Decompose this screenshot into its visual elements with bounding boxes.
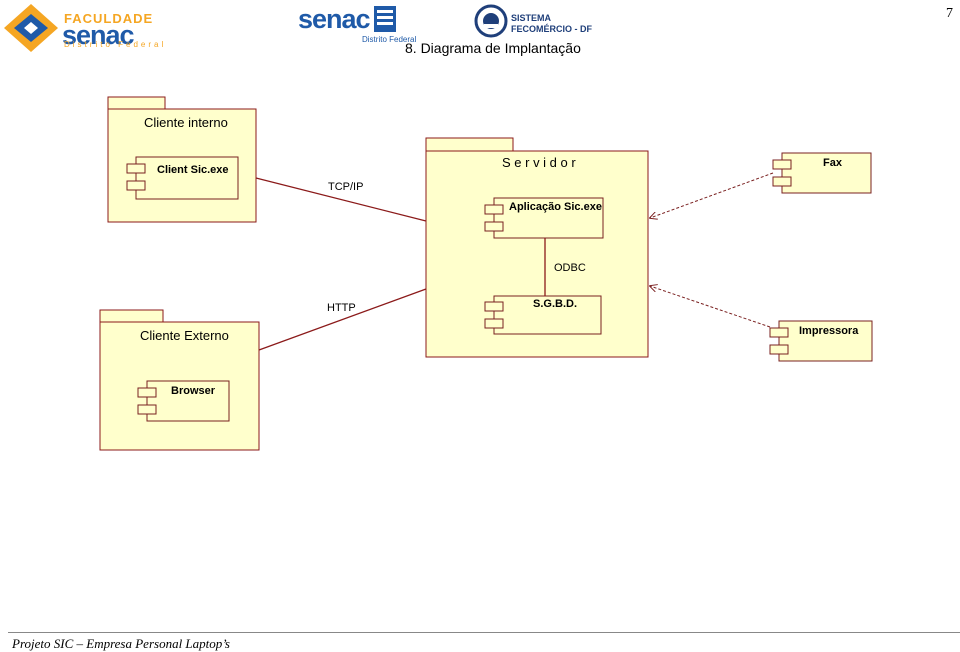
component-sgbd [484, 295, 602, 335]
tcp-ip-label: TCP/IP [328, 181, 364, 193]
cliente-interno-label: Cliente interno [144, 115, 228, 130]
component-browser [137, 380, 230, 422]
sgbd-label: S.G.B.D. [533, 298, 578, 310]
component-aplicacao-sic [484, 197, 604, 239]
fecomercio-logo-line2: FECOMÉRCIO - DF [511, 24, 592, 34]
fecomercio-logo-mark [474, 4, 508, 38]
http-link [258, 288, 427, 351]
fax-label: Fax [823, 157, 842, 169]
fecomercio-logo-line1: SISTEMA [511, 13, 552, 23]
odbc-label: ODBC [554, 262, 586, 274]
impressora-label: Impressora [799, 325, 859, 337]
device-impressora [769, 320, 873, 362]
servidor-label: S e r v i d o r [502, 155, 576, 170]
client-sic-label: Client Sic.exe [157, 164, 229, 176]
faculdade-logo-text: FACULDADE [64, 11, 154, 26]
faculdade-senac-logo [4, 4, 58, 52]
aplicacao-sic-label: Aplicação Sic.exe [509, 201, 602, 213]
fax-dependency-arrow [650, 172, 774, 218]
component-client-sic [126, 156, 239, 200]
faculdade-logo-df: Distrito Federal [64, 40, 167, 49]
browser-label: Browser [171, 385, 216, 397]
page-number: 7 [946, 6, 953, 21]
senac-logo-text: senac [298, 4, 371, 34]
senac-logo-mark [374, 6, 396, 32]
page-title: 8. Diagrama de Implantação [405, 40, 581, 56]
faculdade-logo-senac: senac [62, 20, 135, 50]
senac-logo-df: Distrito Federal [362, 35, 417, 44]
cliente-externo-label: Cliente Externo [140, 328, 229, 343]
http-label: HTTP [327, 302, 356, 314]
footer-text: Projeto SIC – Empresa Personal Laptop’s [12, 636, 230, 651]
device-fax [772, 152, 872, 194]
impressora-dependency-arrow [650, 286, 771, 328]
tcp-ip-link [255, 177, 427, 222]
footer-divider [8, 632, 960, 633]
